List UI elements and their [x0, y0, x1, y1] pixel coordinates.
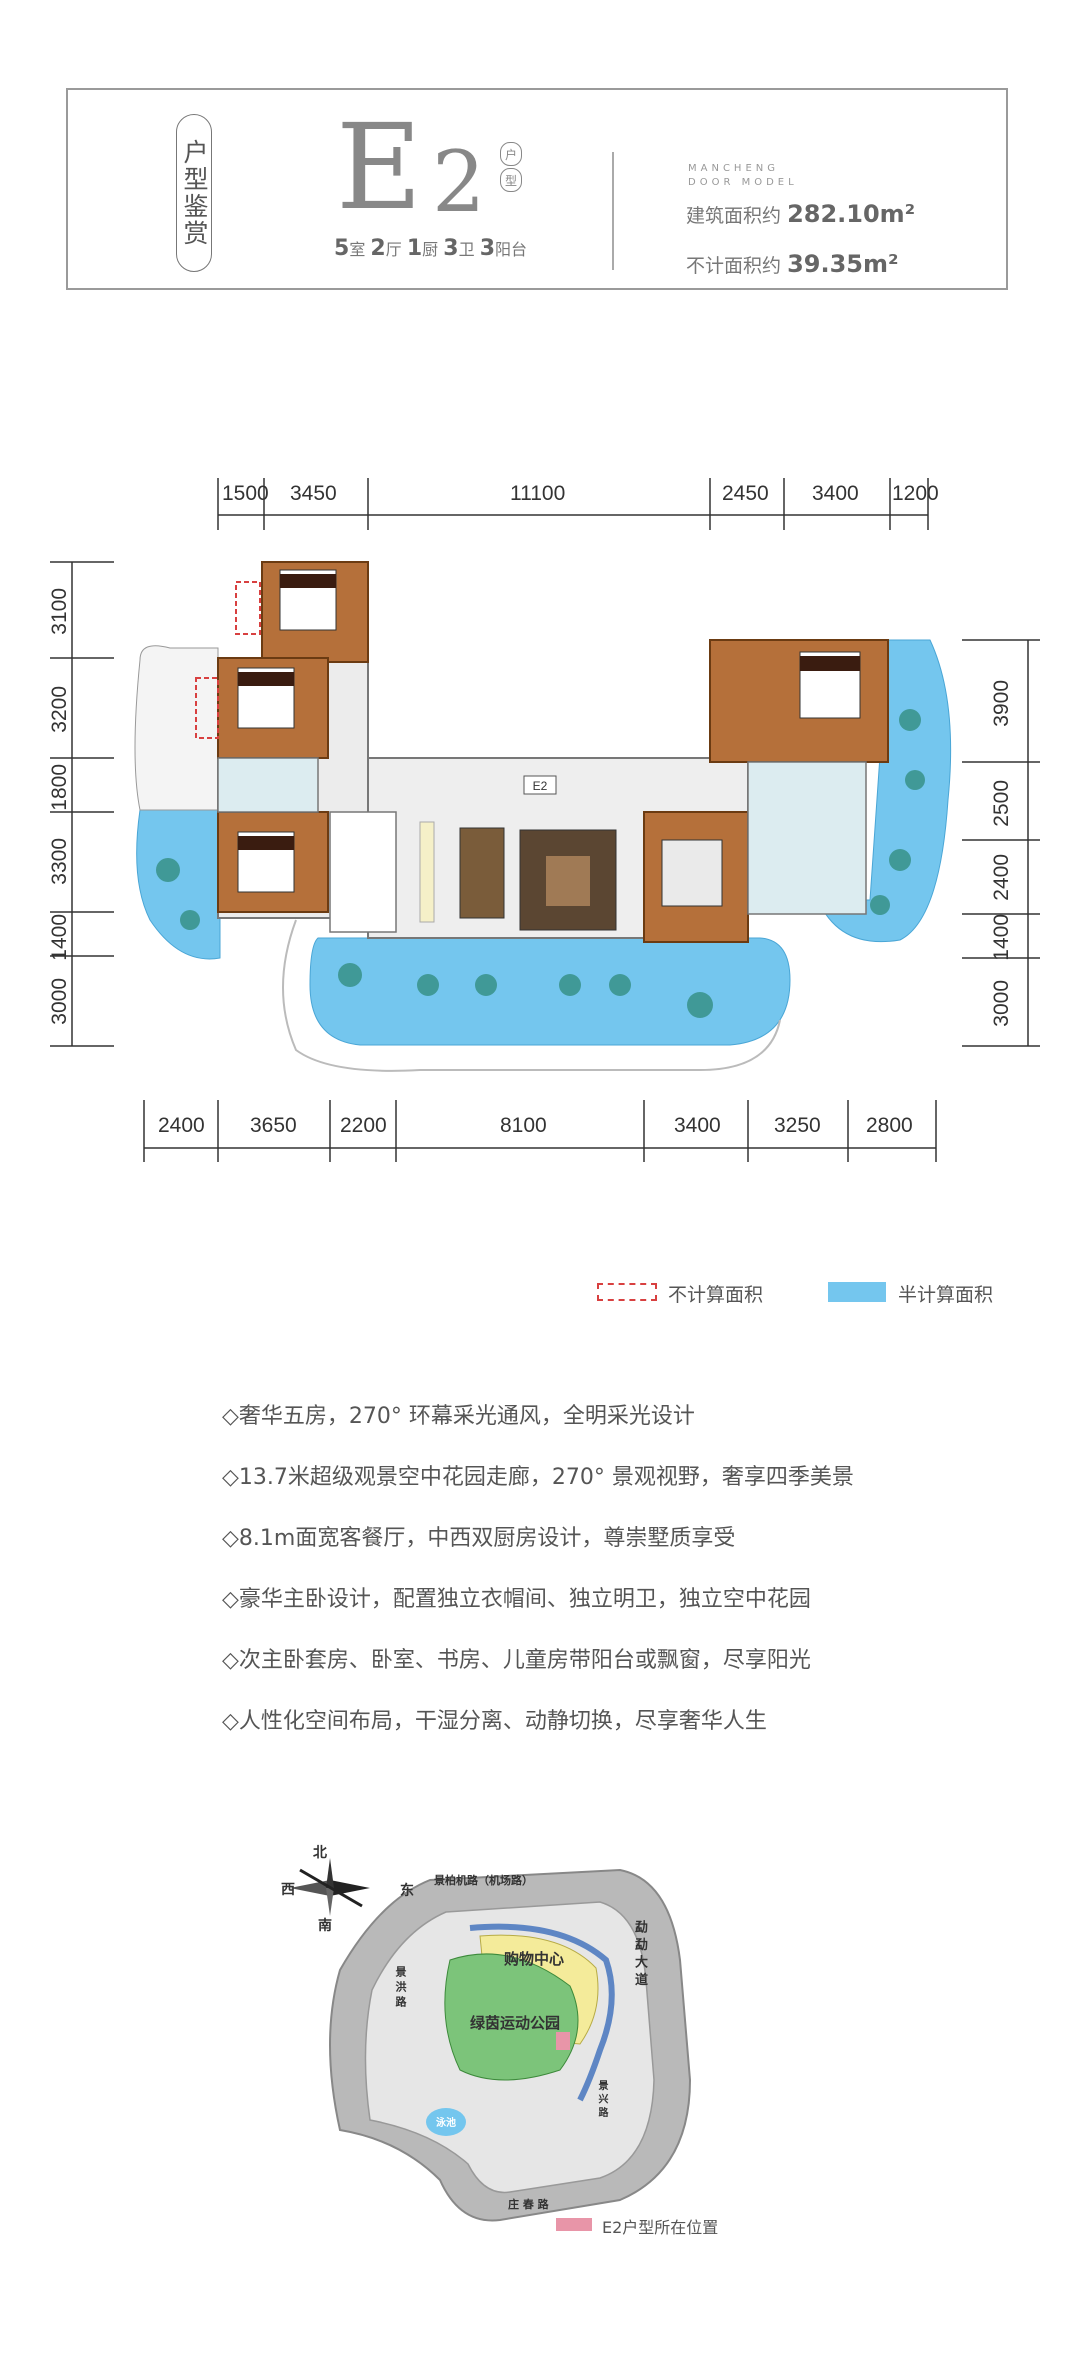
dining-table [459, 827, 505, 919]
vertical-section-label: 户型鉴赏 [176, 114, 212, 272]
room-unit: 室 [349, 240, 366, 259]
hu-badge: 户 [500, 142, 522, 166]
compass-north: 北 [313, 1845, 327, 1861]
room-summary: 5室 2厅 1厨 3卫 3阳台 [334, 236, 527, 261]
header-frame [66, 88, 1008, 290]
model-letter: E [336, 98, 422, 236]
dimension-labels: 1500 3450 11100 2450 3400 1200 2400 3650… [48, 482, 1013, 1137]
park-area [444, 1953, 579, 2081]
coffee-table [546, 856, 590, 906]
e2-location-marker [556, 2032, 570, 2050]
dim-left: 3200 [48, 686, 71, 733]
feature-item: ◇人性化空间布局，干湿分离、动静切换，尽享奢华人生 [222, 1709, 767, 1734]
dim-top: 11100 [510, 482, 566, 505]
room-unit: 厨 [422, 240, 439, 259]
unit-tag: E2 [533, 779, 548, 793]
dim-left: 3000 [48, 978, 71, 1025]
unit-tag-box [523, 775, 557, 795]
kitchen-counter [419, 821, 435, 923]
dim-bottom: 2200 [340, 1114, 387, 1137]
room-count-living: 2 [370, 236, 386, 261]
dim-top: 1200 [892, 482, 939, 505]
inner-road [469, 1923, 615, 2102]
compass-south: 南 [318, 1918, 332, 1934]
brand-caption: MANCHENG DOOR MODEL [688, 162, 798, 190]
room-unit: 厅 [385, 240, 402, 259]
model-number: 2 [432, 133, 486, 231]
dim-right: 2500 [990, 780, 1013, 827]
pool-icon [426, 2108, 466, 2136]
dim-right: 2400 [990, 854, 1013, 901]
road-north-label: 景柏机路（机场路） [434, 1874, 533, 1887]
dim-right: 1400 [990, 914, 1013, 961]
dim-left: 1400 [48, 914, 71, 961]
site-map [290, 1858, 692, 2231]
compass-west: 西 [281, 1882, 295, 1898]
dim-left: 3100 [48, 588, 71, 635]
room-count-bedroom: 5 [334, 236, 350, 261]
dim-bottom: 2800 [866, 1114, 913, 1137]
pool-label: 泳池 [436, 2118, 456, 2129]
build-area: 建筑面积约 282.10m² [686, 200, 915, 228]
compass-east: 东 [400, 1883, 414, 1899]
room-unit: 卫 [458, 240, 475, 259]
bottom-dimension-line [143, 1100, 937, 1162]
bathrooms [217, 757, 867, 915]
legend-excluded-swatch [597, 1283, 657, 1301]
map-legend-swatch [556, 2218, 592, 2231]
feature-item: ◇次主卧套房、卧室、书房、儿童房带阳台或飘窗，尽享阳光 [222, 1648, 811, 1673]
excluded-area-value: 39.35m² [787, 250, 899, 278]
header-divider [612, 152, 614, 270]
room-count-balcony: 3 [479, 236, 495, 261]
dim-right: 3900 [990, 680, 1013, 727]
dim-bottom: 8100 [500, 1114, 547, 1137]
room-count-bath: 3 [443, 236, 459, 261]
kitchen [329, 811, 397, 933]
road-south-label: 庄 春 路 [508, 2198, 549, 2211]
dim-bottom: 3400 [674, 1114, 721, 1137]
legend-half-swatch [828, 1282, 886, 1302]
floor-plan: E2 [50, 478, 1040, 1162]
dim-left: 3300 [48, 838, 71, 885]
dim-top: 3400 [812, 482, 859, 505]
road-inner-label: 景 兴 路 [596, 2080, 607, 2117]
room-count-kitchen: 1 [406, 236, 423, 261]
compass-icon [290, 1858, 370, 1916]
road-west-label: 景 洪 路 [394, 1966, 407, 2007]
garden-foliage [156, 709, 925, 1018]
feature-item: ◇豪华主卧设计，配置独立衣帽间、独立明卫，独立空中花园 [222, 1587, 811, 1612]
legend-half-label: 半计算面积 [898, 1284, 994, 1306]
road-east-label: 勐 勐 大 道 [632, 1920, 647, 1986]
beds [237, 569, 861, 907]
top-dimension-line [217, 478, 929, 530]
build-area-value: 282.10m² [787, 200, 916, 228]
dim-bottom: 3250 [774, 1114, 821, 1137]
right-dimension-line [962, 639, 1040, 1047]
feature-item: ◇奢华五房，270° 环幕采光通风，全明采光设计 [222, 1404, 695, 1429]
vertical-label-text: 户型鉴赏 [180, 139, 209, 247]
dim-top: 1500 [222, 482, 269, 505]
excluded-area-label: 不计面积约 [686, 255, 782, 277]
left-dimension-line [50, 561, 114, 1047]
dim-top: 2450 [722, 482, 769, 505]
xing-badge: 型 [500, 168, 522, 192]
dim-left: 1800 [48, 764, 71, 811]
feature-item: ◇8.1m面宽客餐厅，中西双厨房设计，尊崇墅质享受 [222, 1526, 736, 1551]
map-legend-label: E2户型所在位置 [602, 2218, 719, 2237]
dim-bottom: 3650 [250, 1114, 297, 1137]
dim-top: 3450 [290, 482, 337, 505]
dim-bottom: 2400 [158, 1114, 205, 1137]
dim-right: 3000 [990, 980, 1013, 1027]
build-area-label: 建筑面积约 [686, 205, 782, 227]
excluded-bay-windows [195, 581, 261, 739]
room-unit: 阳台 [495, 240, 528, 259]
legend-excluded-label: 不计算面积 [668, 1284, 764, 1306]
feature-item: ◇13.7米超级观景空中花园走廊，270° 景观视野，奢享四季美景 [222, 1465, 854, 1490]
brand-line: MANCHENG [688, 163, 779, 174]
park-label: 绿茵运动公园 [470, 2014, 561, 2032]
excluded-area: 不计面积约 39.35m² [686, 250, 899, 278]
mall-label: 购物中心 [504, 1950, 565, 1968]
brand-line: DOOR MODEL [688, 177, 798, 188]
